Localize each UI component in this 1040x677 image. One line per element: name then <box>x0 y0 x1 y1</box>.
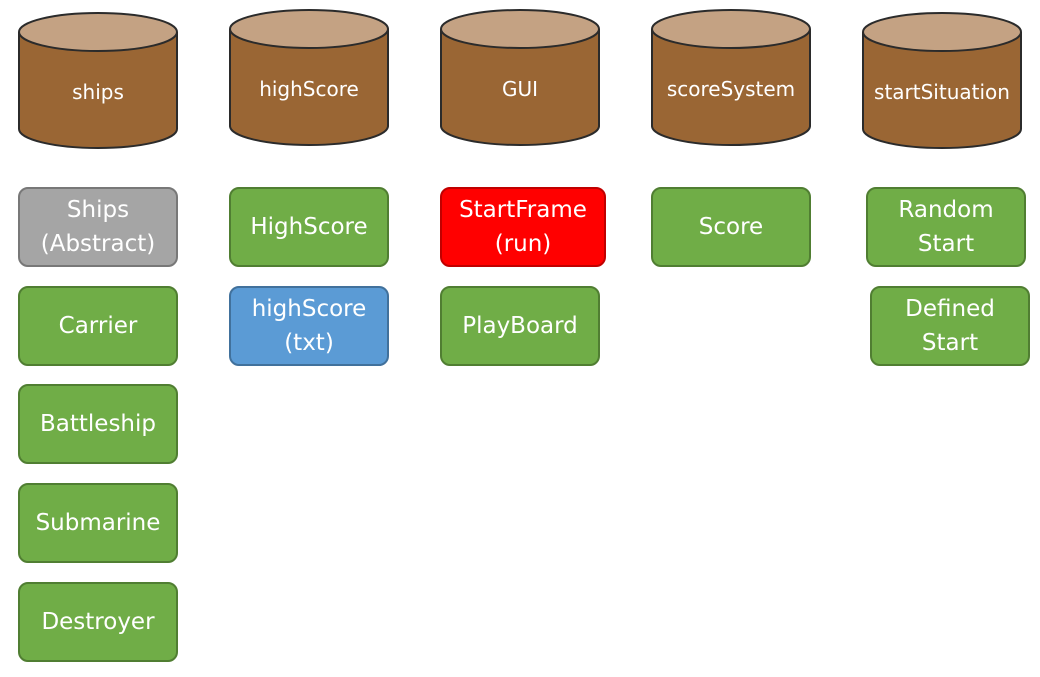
class-label: (Abstract) <box>40 231 156 257</box>
class-label: Start <box>921 330 979 356</box>
class-label: (txt) <box>284 330 334 356</box>
class-label: Random <box>898 197 994 223</box>
package-label: scoreSystem <box>666 77 796 101</box>
class-box-carrier: Carrier <box>18 286 178 366</box>
class-box-random-start: Random Start <box>866 187 1026 267</box>
class-label: Defined <box>905 296 995 322</box>
package-cylinder-highscore: highScore <box>229 9 389 146</box>
class-box-ships-abstract: Ships (Abstract) <box>18 187 178 267</box>
class-box-highscore-txt: highScore (txt) <box>229 286 389 366</box>
class-label: Start <box>917 231 975 257</box>
class-label: highScore <box>251 296 367 322</box>
class-label: Score <box>698 214 764 240</box>
class-label: Destroyer <box>41 609 155 635</box>
cylinder-shape <box>229 9 389 146</box>
class-label: StartFrame <box>459 197 587 223</box>
cylinder-shape <box>862 12 1022 149</box>
package-label: ships <box>72 80 124 104</box>
class-box-score: Score <box>651 187 811 267</box>
class-box-battleship: Battleship <box>18 384 178 464</box>
class-label: Submarine <box>35 510 161 536</box>
class-label: Battleship <box>40 411 156 437</box>
package-cylinder-ships: ships <box>18 12 178 149</box>
class-label: (run) <box>494 231 552 257</box>
package-label: GUI <box>501 77 539 101</box>
package-label: highScore <box>259 77 359 101</box>
class-box-playboard: PlayBoard <box>440 286 600 366</box>
package-cylinder-gui: GUI <box>440 9 600 146</box>
class-label: Carrier <box>58 313 138 339</box>
class-box-submarine: Submarine <box>18 483 178 563</box>
class-label: HighScore <box>250 214 368 240</box>
package-label: startSituation <box>874 80 1010 104</box>
class-box-highscore: HighScore <box>229 187 389 267</box>
package-cylinder-scoresystem: scoreSystem <box>651 9 811 146</box>
class-label: PlayBoard <box>462 313 578 339</box>
class-box-destroyer: Destroyer <box>18 582 178 662</box>
package-cylinder-startsituation: startSituation <box>862 12 1022 149</box>
cylinder-shape <box>651 9 811 146</box>
cylinder-shape <box>440 9 600 146</box>
class-label: Ships <box>66 197 130 223</box>
cylinder-shape <box>18 12 178 149</box>
class-box-startframe: StartFrame (run) <box>440 187 606 267</box>
class-box-defined-start: Defined Start <box>870 286 1030 366</box>
